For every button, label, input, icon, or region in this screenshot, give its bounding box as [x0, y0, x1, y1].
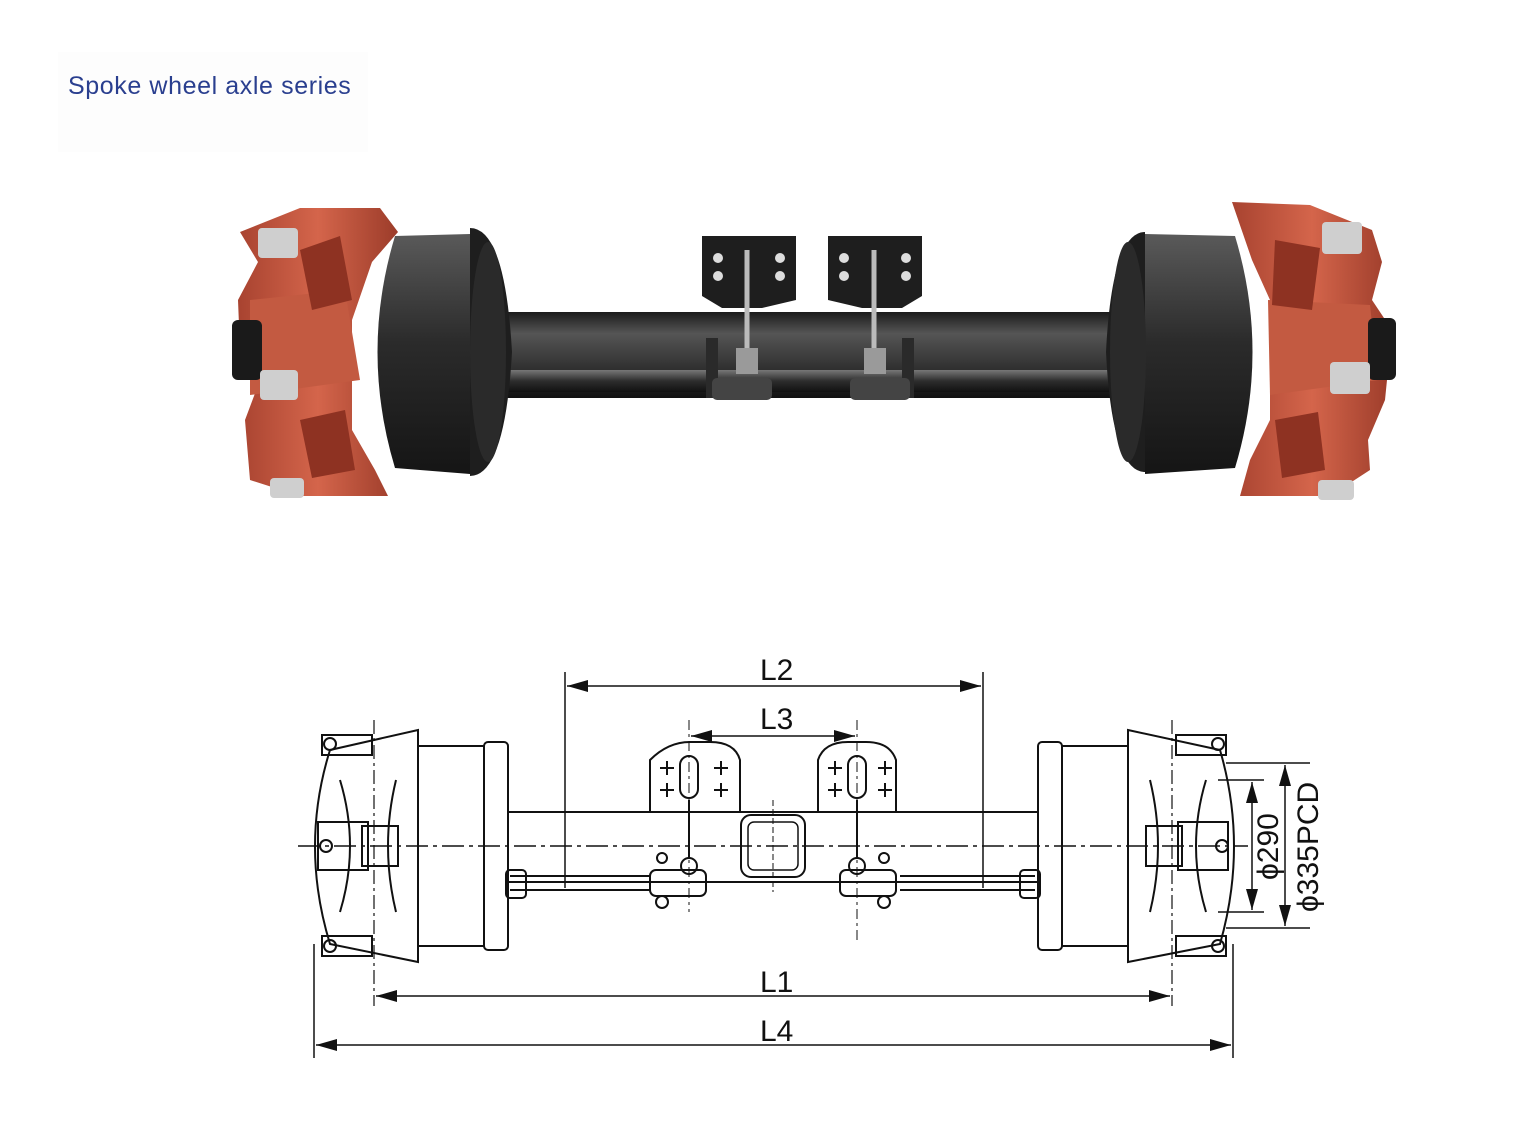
left-spoke-wheel: [232, 208, 398, 498]
right-brake-drum: [1106, 232, 1253, 474]
drawing-left-bracket: [649, 720, 741, 912]
left-brake-drum: [377, 228, 512, 476]
drawing-right-wheel-hub: [1127, 720, 1235, 1006]
drawing-right-bracket: [817, 720, 897, 940]
dimension-l4: [313, 944, 1234, 1058]
dimension-phi335pcd: [1226, 762, 1310, 929]
label-phi290: ϕ290: [1252, 813, 1285, 880]
drawing-camshafts: [505, 869, 1041, 899]
label-l3: L3: [760, 703, 793, 736]
label-l1: L1: [760, 966, 793, 999]
camshaft: [500, 370, 1140, 392]
drawing-left-wheel-hub: [314, 720, 419, 1006]
label-l4: L4: [760, 1015, 793, 1048]
label-phi335pcd: ϕ335PCD: [1292, 782, 1325, 912]
title-background: [58, 52, 368, 152]
page-title: Spoke wheel axle series: [68, 72, 352, 100]
right-suspension-bracket: [828, 236, 922, 400]
dimension-phi290: [1218, 779, 1264, 913]
left-suspension-bracket: [702, 236, 796, 400]
label-l2: L2: [760, 654, 793, 687]
right-spoke-wheel: [1232, 202, 1396, 500]
dimension-l2: [564, 672, 984, 888]
